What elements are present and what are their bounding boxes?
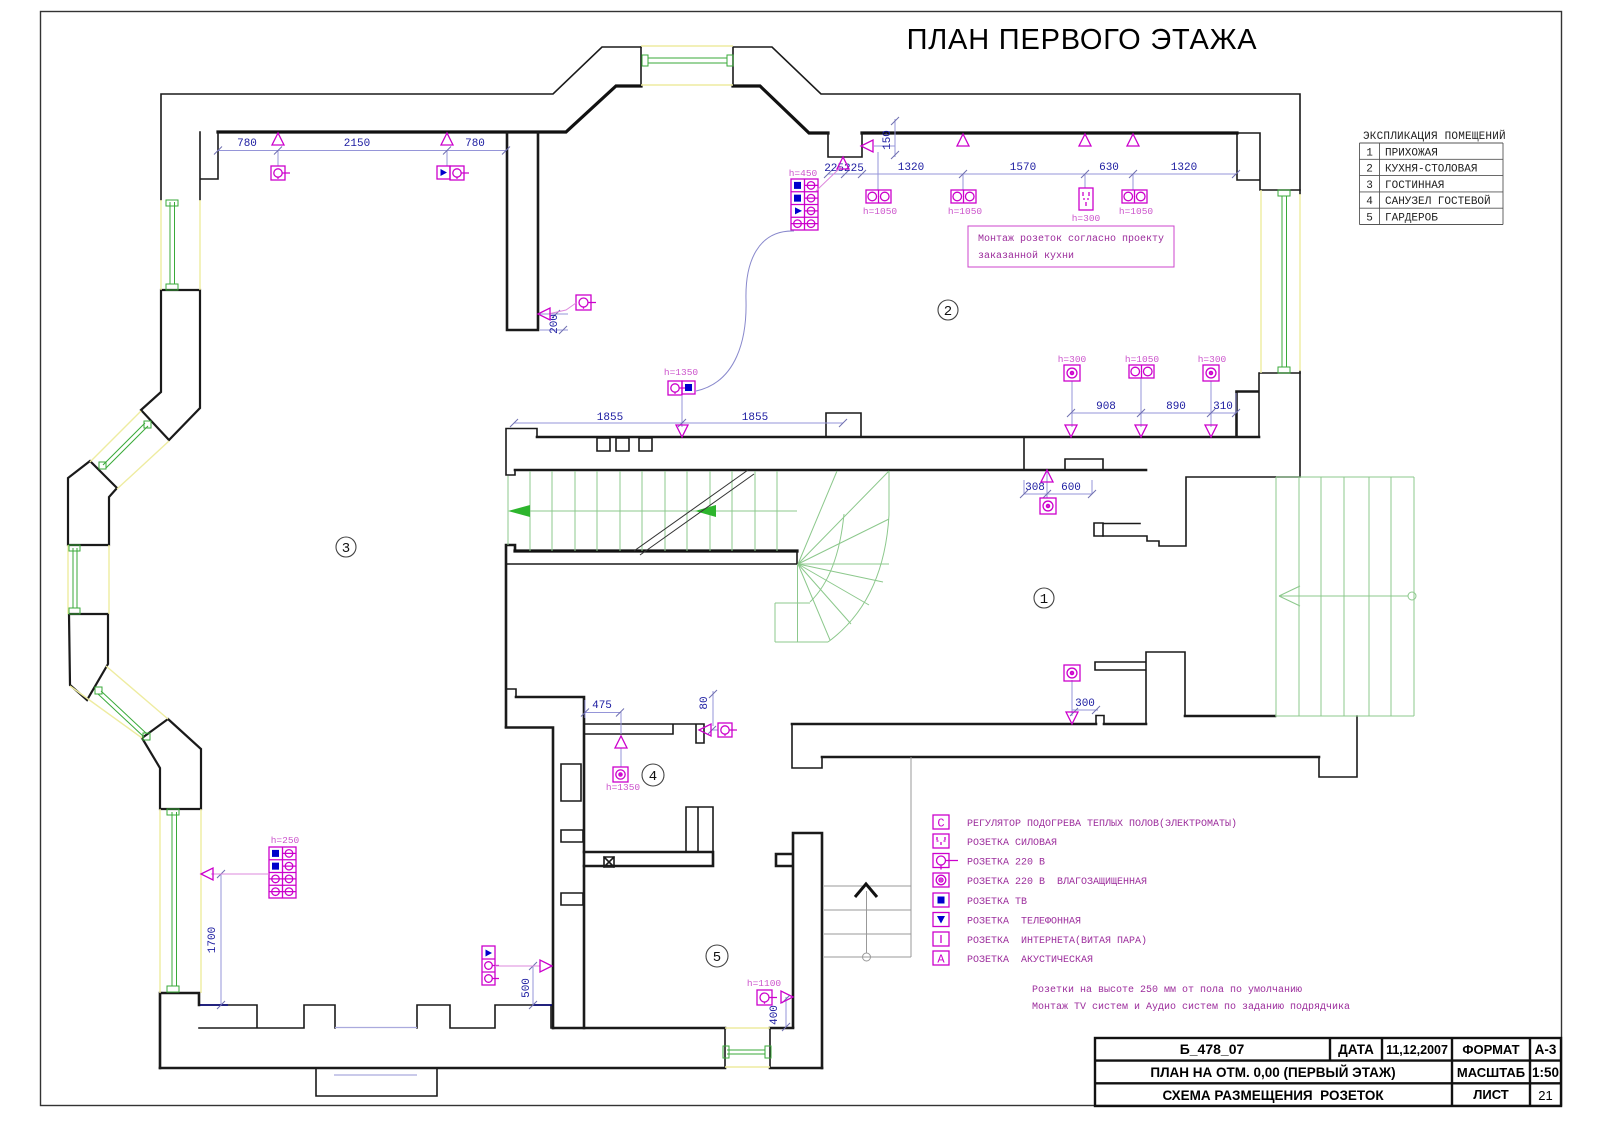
svg-text:5: 5: [713, 950, 721, 966]
svg-text:РОЗЕТКА 220 В: РОЗЕТКА 220 В: [967, 858, 1045, 869]
svg-text:2150: 2150: [344, 138, 370, 150]
svg-text:780: 780: [465, 138, 485, 150]
svg-text:КУХНЯ-СТОЛОВАЯ: КУХНЯ-СТОЛОВАЯ: [1385, 164, 1477, 176]
svg-text:5: 5: [1366, 213, 1373, 225]
svg-text:РОЗЕТКА ТЕЛЕФОННАЯ: РОЗЕТКА ТЕЛЕФОННАЯ: [967, 917, 1081, 928]
svg-text:ФОРМАТ: ФОРМАТ: [1462, 1042, 1519, 1057]
svg-text:2: 2: [1366, 164, 1373, 176]
svg-text:780: 780: [237, 138, 257, 150]
svg-text:ГАРДЕРОБ: ГАРДЕРОБ: [1385, 213, 1438, 225]
svg-text:СХЕМА РАЗМЕЩЕНИЯ РОЗЕТОК: СХЕМА РАЗМЕЩЕНИЯ РОЗЕТОК: [1162, 1088, 1384, 1103]
svg-text:908: 908: [1096, 401, 1116, 413]
svg-text:3: 3: [342, 541, 350, 557]
svg-text:4: 4: [1366, 196, 1373, 208]
svg-text:200: 200: [549, 314, 561, 334]
svg-text:h=450: h=450: [789, 168, 818, 179]
svg-text:А-3: А-3: [1535, 1042, 1557, 1057]
svg-text:1: 1: [1366, 147, 1373, 159]
svg-text:h=250: h=250: [271, 835, 300, 846]
svg-text:ДАТА: ДАТА: [1338, 1042, 1374, 1057]
svg-text:заказанной кухни: заказанной кухни: [978, 250, 1074, 262]
svg-text:ПЛАН НА ОТМ. 0,00 (ПЕРВЫЙ ЭТАЖ: ПЛАН НА ОТМ. 0,00 (ПЕРВЫЙ ЭТАЖ): [1150, 1065, 1395, 1080]
svg-text:РОЗЕТКА 220 В ВЛАГОЗАЩИЩЕННАЯ: РОЗЕТКА 220 В ВЛАГОЗАЩИЩЕННАЯ: [967, 877, 1147, 888]
svg-text:РЕГУЛЯТОР ПОДОГРЕВА ТЕПЛЫХ ПОЛ: РЕГУЛЯТОР ПОДОГРЕВА ТЕПЛЫХ ПОЛОВ(ЭЛЕКТРО…: [967, 818, 1237, 830]
svg-text:500: 500: [521, 978, 533, 998]
svg-text:h=1350: h=1350: [606, 782, 641, 793]
svg-text:11,12,2007: 11,12,2007: [1386, 1043, 1448, 1057]
svg-text:Розетки на высоте 250 мм от по: Розетки на высоте 250 мм от пола по умол…: [1032, 985, 1302, 996]
svg-text:890: 890: [1166, 401, 1186, 413]
svg-text:ПРИХОЖАЯ: ПРИХОЖАЯ: [1385, 147, 1438, 159]
svg-text:Монтаж розеток согласно проект: Монтаж розеток согласно проекту: [978, 234, 1164, 245]
svg-text:h=300: h=300: [1072, 213, 1101, 224]
svg-text:1320: 1320: [898, 162, 924, 174]
svg-text:1: 1: [1040, 592, 1048, 608]
svg-text:МАСШТАБ: МАСШТАБ: [1457, 1065, 1525, 1080]
svg-text:РОЗЕТКА ТВ: РОЗЕТКА ТВ: [967, 897, 1027, 908]
svg-text:475: 475: [592, 700, 612, 712]
svg-text:ПЛАН ПЕРВОГО ЭТАЖА: ПЛАН ПЕРВОГО ЭТАЖА: [907, 24, 1258, 56]
svg-text:1570: 1570: [1010, 162, 1036, 174]
svg-text:РОЗЕТКА СИЛОВАЯ: РОЗЕТКА СИЛОВАЯ: [967, 838, 1057, 849]
svg-text:Монтаж TV систем и Аудио систе: Монтаж TV систем и Аудио систем по задан…: [1032, 1002, 1350, 1013]
svg-text:1320: 1320: [1171, 162, 1197, 174]
svg-text:4: 4: [649, 769, 657, 785]
svg-text:A: A: [937, 953, 945, 967]
svg-text:h=1050: h=1050: [948, 206, 983, 217]
svg-text:h=300: h=300: [1058, 354, 1087, 365]
svg-text:Б_478_07: Б_478_07: [1180, 1041, 1245, 1057]
svg-text:h=1100: h=1100: [747, 978, 782, 989]
svg-text:1855: 1855: [597, 412, 623, 424]
svg-text:2: 2: [944, 304, 952, 320]
svg-text:РОЗЕТКА ИНТЕРНЕТА(ВИТАЯ ПАРА): РОЗЕТКА ИНТЕРНЕТА(ВИТАЯ ПАРА): [967, 935, 1147, 947]
svg-text:600: 600: [1061, 482, 1081, 494]
svg-text:1:50: 1:50: [1532, 1065, 1559, 1080]
svg-text:h=1050: h=1050: [1119, 206, 1154, 217]
svg-text:РОЗЕТКА АКУСТИЧЕСКАЯ: РОЗЕТКА АКУСТИЧЕСКАЯ: [967, 955, 1093, 966]
svg-text:h=300: h=300: [1198, 354, 1227, 365]
svg-text:80: 80: [699, 696, 711, 709]
svg-text:h=1050: h=1050: [1125, 354, 1160, 365]
svg-text:h=1050: h=1050: [863, 206, 898, 217]
svg-text:1700: 1700: [207, 927, 219, 953]
svg-text:308: 308: [1025, 482, 1045, 494]
svg-text:ЭКСПЛИКАЦИЯ ПОМЕЩЕНИЙ: ЭКСПЛИКАЦИЯ ПОМЕЩЕНИЙ: [1363, 129, 1506, 143]
svg-text:310: 310: [1213, 401, 1233, 413]
svg-text:1855: 1855: [742, 412, 768, 424]
svg-text:400: 400: [769, 1005, 781, 1025]
svg-text:САНУЗЕЛ ГОСТЕВОЙ: САНУЗЕЛ ГОСТЕВОЙ: [1385, 194, 1491, 208]
svg-text:300: 300: [1075, 698, 1095, 710]
svg-text:ГОСТИННАЯ: ГОСТИННАЯ: [1385, 180, 1444, 192]
svg-text:150: 150: [882, 130, 894, 150]
svg-text:ЛИСТ: ЛИСТ: [1473, 1087, 1509, 1102]
svg-text:3: 3: [1366, 180, 1373, 192]
svg-text:630: 630: [1099, 162, 1119, 174]
svg-text:21: 21: [1538, 1088, 1552, 1103]
svg-text:C: C: [937, 817, 944, 831]
svg-text:h=1350: h=1350: [664, 367, 699, 378]
